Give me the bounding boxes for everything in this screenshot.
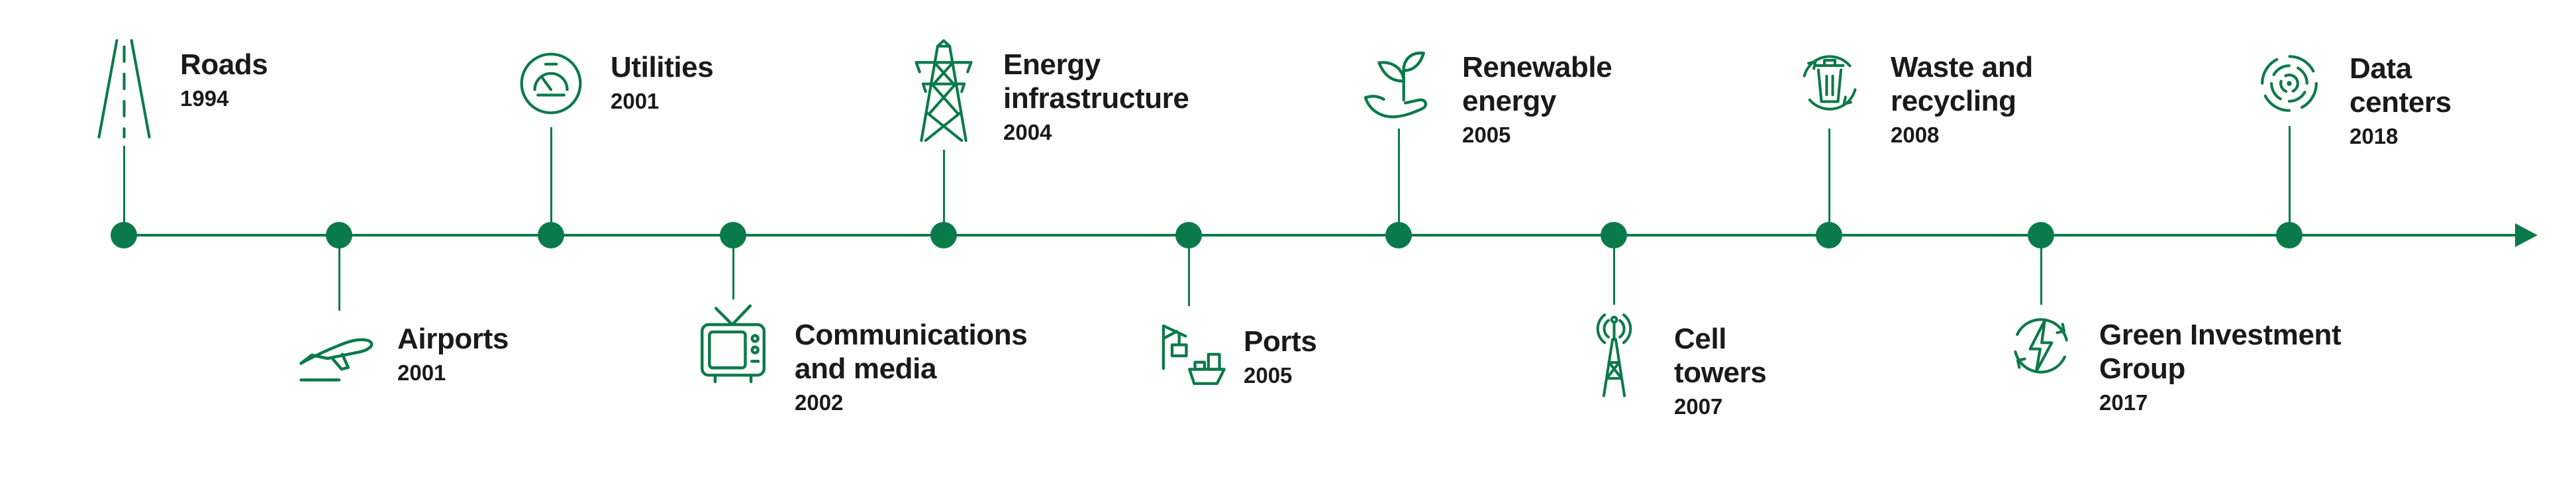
item-label: Green Investment Group (2099, 319, 2342, 386)
hand-sprout-icon (1358, 45, 1440, 123)
connector-line (732, 237, 734, 299)
connector-line (942, 150, 945, 235)
connector-line (1187, 237, 1190, 306)
roads-icon (93, 38, 156, 139)
ship-crane-icon (1148, 310, 1230, 392)
connector-line (2040, 237, 2042, 305)
item-year: 2002 (795, 390, 844, 415)
item-year: 2007 (1674, 394, 1723, 419)
data-rings-icon (2252, 46, 2326, 121)
item-label: Waste and recycling (1891, 51, 2033, 118)
item-label: Airports (397, 323, 509, 355)
item-label: Energy infrastructure (1003, 48, 1189, 115)
tv-icon (691, 303, 775, 388)
item-year: 2001 (397, 360, 446, 386)
item-label: Cell towers (1674, 323, 1767, 390)
airplane-icon (296, 315, 382, 388)
item-year: 2004 (1003, 120, 1052, 145)
recycle-bin-icon (1791, 44, 1869, 122)
timeline-axis (114, 234, 2518, 237)
connector-line (1828, 129, 1830, 235)
connector-line (550, 127, 552, 235)
item-label: Data centers (2350, 52, 2452, 119)
item-label: Communications and media (795, 319, 1028, 386)
item-year: 2001 (611, 89, 660, 114)
item-year: 1994 (180, 86, 229, 111)
eco-bolt-cycle-icon (2004, 309, 2078, 383)
item-label: Roads (180, 48, 268, 81)
item-label: Ports (1244, 325, 1317, 358)
transmission-tower-icon (906, 38, 981, 143)
item-year: 2017 (2099, 390, 2148, 415)
item-year: 2005 (1462, 123, 1511, 148)
axis-arrowhead-icon (2515, 223, 2538, 247)
antenna-tower-icon (1576, 309, 1652, 399)
utilities-meter-icon (514, 46, 588, 121)
item-year: 2018 (2350, 124, 2399, 149)
item-year: 2008 (1891, 123, 1940, 148)
connector-line (338, 237, 340, 311)
connector-line (123, 146, 125, 235)
connector-line (1612, 237, 1615, 305)
connector-line (2288, 126, 2291, 235)
item-year: 2005 (1244, 363, 1293, 388)
item-label: Utilities (611, 51, 714, 83)
item-label: Renewable energy (1462, 51, 1612, 118)
connector-line (1397, 129, 1400, 235)
